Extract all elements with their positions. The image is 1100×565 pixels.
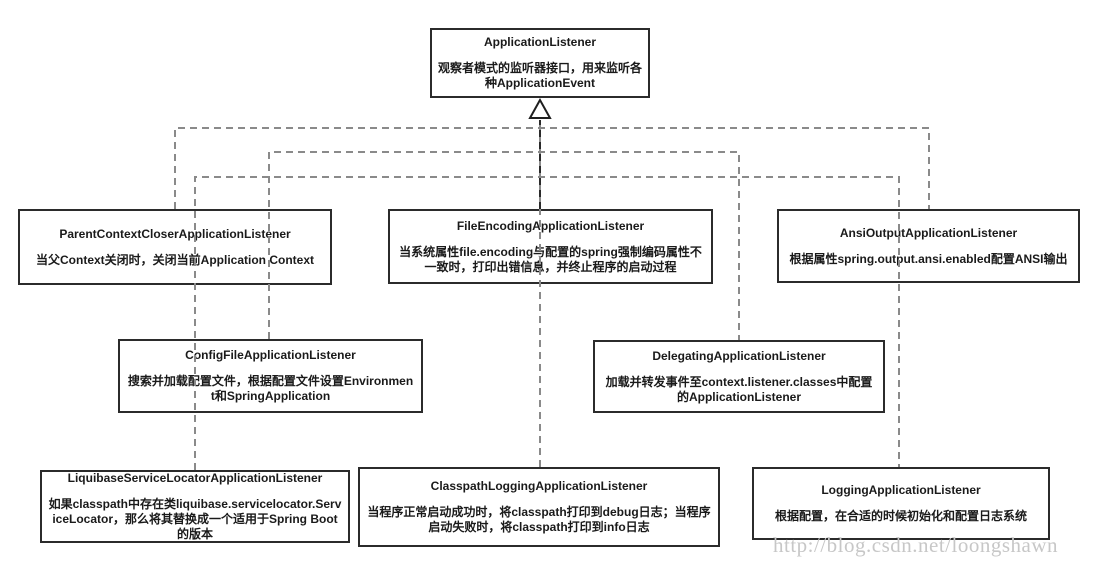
node-description: 当系统属性file.encoding与配置的spring强制编码属性不一致时，打… (399, 244, 702, 274)
node-ansi-output-application-listener: AnsiOutputApplicationListener 根据属性spring… (777, 209, 1080, 283)
node-file-encoding-application-listener: FileEncodingApplicationListener 当系统属性fil… (388, 209, 713, 284)
node-application-listener: ApplicationListener 观察者模式的监听器接口，用来监听各种Ap… (430, 28, 650, 98)
node-title: FileEncodingApplicationListener (456, 218, 645, 233)
node-title: ApplicationListener (483, 35, 596, 49)
node-title: ConfigFileApplicationListener (185, 348, 356, 362)
node-title: DelegatingApplicationListener (652, 348, 826, 363)
node-description: 当父Context关闭时，关闭当前Application Context (36, 252, 314, 267)
node-description: 如果classpath中存在类liquibase.servicelocator.… (48, 497, 342, 541)
node-delegating-application-listener: DelegatingApplicationListener 加载并转发事件至co… (593, 340, 885, 413)
node-classpath-logging-application-listener: ClasspathLoggingApplicationListener 当程序正… (358, 467, 720, 547)
node-logging-application-listener: LoggingApplicationListener 根据配置，在合适的时候初始… (752, 467, 1050, 540)
node-description: 观察者模式的监听器接口，用来监听各种ApplicationEvent (438, 61, 643, 90)
node-description: 加载并转发事件至context.listener.classes中配置的Appl… (605, 374, 873, 404)
watermark: http://blog.csdn.net/loongshawn (773, 533, 1058, 557)
node-description: 搜索并加载配置文件，根据配置文件设置Environment和SpringAppl… (127, 374, 414, 403)
node-parent-context-closer-application-listener: ParentContextCloserApplicationListener 当… (18, 209, 332, 285)
node-description: 根据属性spring.output.ansi.enabled配置ANSI输出 (789, 251, 1068, 266)
realization-arrowhead-icon (528, 97, 552, 119)
edge-parent-context-closer-and-ansi-output-realization (174, 127, 930, 209)
node-title: LoggingApplicationListener (821, 483, 981, 497)
node-title: ClasspathLoggingApplicationListener (430, 479, 648, 493)
node-description: 当程序正常启动成功时，将classpath打印到debug日志；当程序启动失败时… (367, 505, 711, 534)
node-title: ParentContextCloserApplicationListener (59, 226, 291, 241)
node-description: 根据配置，在合适的时候初始化和配置日志系统 (774, 509, 1027, 523)
node-title: LiquibaseServiceLocatorApplicationListen… (67, 471, 323, 485)
node-title: AnsiOutputApplicationListener (839, 225, 1018, 240)
node-config-file-application-listener: ConfigFileApplicationListener 搜索并加载配置文件，… (118, 339, 423, 413)
node-liquibase-service-locator-application-listener: LiquibaseServiceLocatorApplicationListen… (40, 470, 350, 543)
